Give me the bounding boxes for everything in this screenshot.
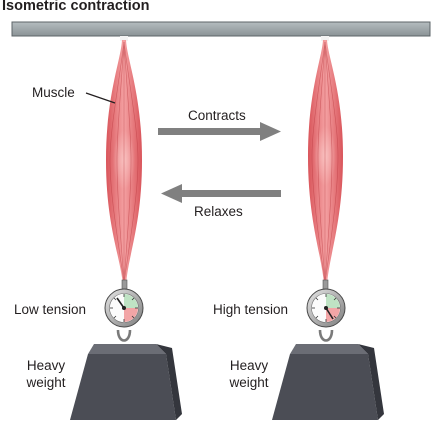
left-gauge-red [124, 308, 138, 322]
left-gauge-stem [121, 279, 128, 290]
left-muscle-assembly [70, 36, 182, 420]
support-bar [11, 21, 431, 37]
muscle-pointer-line [85, 92, 116, 104]
left-muscle-fibers [109, 41, 139, 284]
right-weight-top [290, 344, 368, 354]
left-gauge-ticks [110, 294, 138, 322]
relaxes-label: Relaxes [194, 204, 243, 219]
left-gauge-needle [116, 297, 125, 309]
left-attachment [120, 36, 128, 41]
high-tension-label: High tension [213, 302, 289, 317]
right-gauge-ticks [312, 294, 340, 322]
right-weight-label: Heavy weight [214, 357, 284, 391]
left-gauge-green [124, 294, 138, 308]
contracts-label: Contracts [188, 108, 246, 123]
right-muscle-assembly [272, 36, 384, 420]
left-weight-front [70, 354, 176, 420]
muscle-label: Muscle [32, 85, 75, 100]
right-weight-label-line2: weight [229, 375, 269, 390]
right-gauge-red [326, 308, 340, 322]
right-gauge-needle [325, 307, 334, 320]
right-gauge-green [326, 294, 340, 308]
right-weight-front [272, 354, 378, 420]
right-weight-label-line1: Heavy [229, 358, 269, 373]
left-weight-top [88, 344, 166, 354]
right-muscle-fibers [311, 41, 339, 284]
left-weight-side [156, 344, 182, 420]
right-hook [318, 329, 334, 342]
low-tension-label: Low tension [14, 302, 87, 317]
left-hook [116, 329, 132, 342]
right-attachment [321, 36, 329, 41]
right-gauge-stem [322, 279, 329, 290]
left-weight-label-line2: weight [26, 375, 66, 390]
left-weight-label: Heavy weight [11, 357, 81, 391]
left-weight-label-line1: Heavy [26, 358, 66, 373]
contracts-arrow [158, 122, 281, 141]
relaxes-arrow [161, 184, 281, 203]
right-weight-side [358, 344, 384, 420]
diagram-title: Isometric contraction [2, 0, 150, 14]
